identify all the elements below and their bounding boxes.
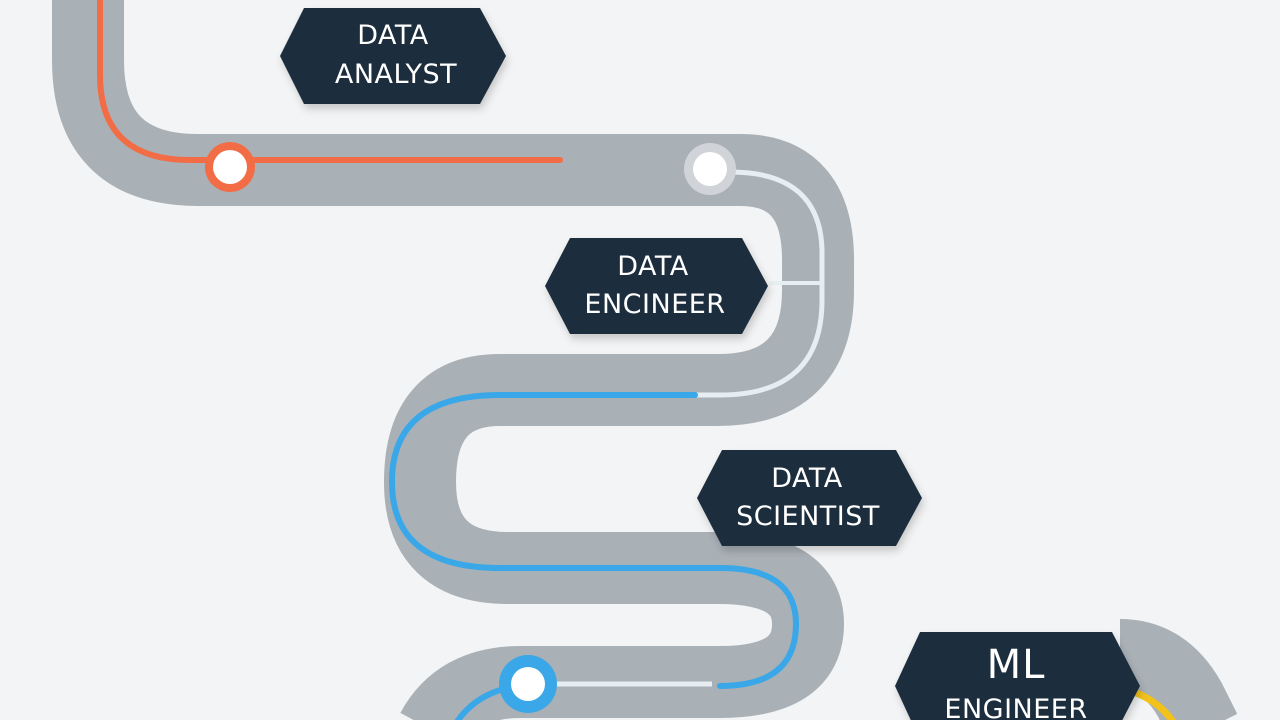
badge-shape [280,8,506,104]
badge-line1: DATA [771,463,843,494]
badge-line1: DATA [357,20,429,51]
badge-line2: ENCINEER [584,289,725,320]
badge-shape [545,238,768,334]
orange-track [97,0,563,163]
blue-track [388,392,800,689]
role-badge-data-encineer[interactable]: DATA ENCINEER [545,238,768,334]
badge-line2: ANALYST [335,59,457,90]
badge-line2: ENGINEER [944,694,1087,720]
role-badge-data-scientist[interactable]: DATA SCIENTIST [697,450,922,546]
circle-node-icon[interactable] [684,143,736,195]
badge-line1: ML [987,642,1046,688]
road-tail [1118,619,1238,720]
light-track [690,169,825,398]
blue-track-tail [454,687,501,720]
badge-shape [895,632,1140,720]
road [52,0,854,720]
badge-line2: SCIENTIST [736,501,880,532]
role-badge-data-analyst[interactable]: DATA ANALYST [280,8,506,104]
role-badge-ml-engineer[interactable]: ML ENGINEER [895,632,1140,720]
badge-shape [697,450,922,546]
badge-line1: DATA [617,251,689,282]
circle-node-icon[interactable] [205,142,255,192]
circle-node-icon[interactable] [499,655,557,713]
